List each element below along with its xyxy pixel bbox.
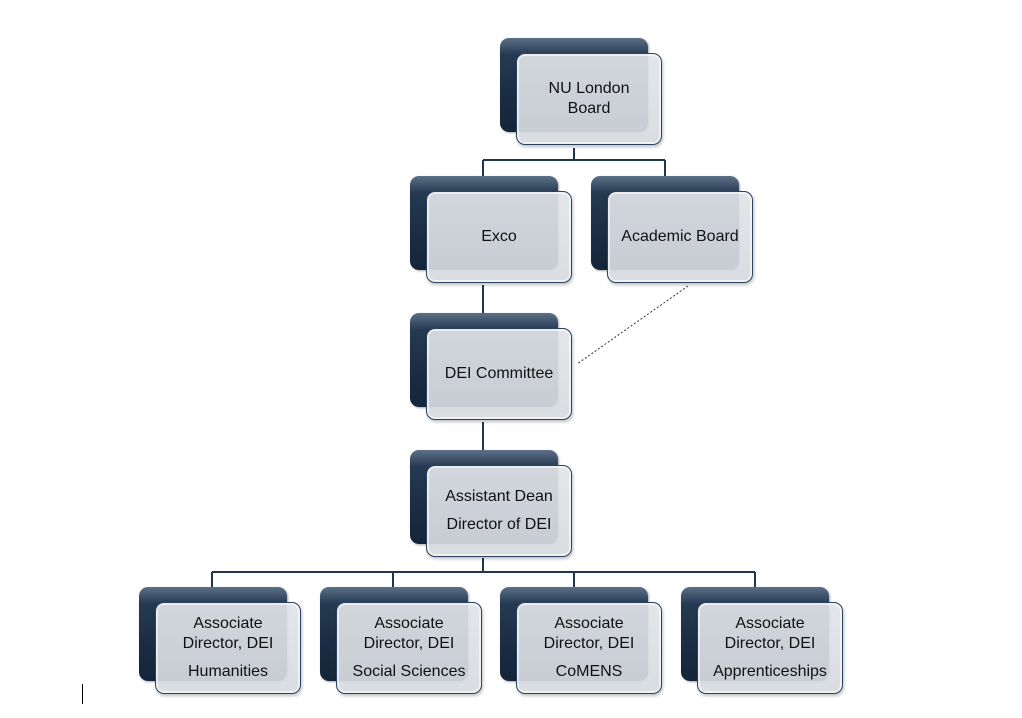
node-label-box: Academic Board <box>607 191 753 283</box>
node-text-line: Associate <box>735 615 805 632</box>
node-text-line: Associate <box>193 615 263 632</box>
assistant-dean-to-associates-connector <box>211 558 756 587</box>
node-text-line: Director, DEI <box>182 635 274 652</box>
node-text-line: Exco <box>481 228 517 245</box>
node-label-box: Assistant Dean Director of DEI <box>426 465 572 557</box>
node-label-box: DEI Committee <box>426 328 572 420</box>
node-label-box: NU London Board <box>516 53 662 145</box>
node-text-line: Associate <box>554 615 624 632</box>
node-text-line: Humanities <box>187 663 269 680</box>
node-label-box: Exco <box>426 191 572 283</box>
node-text-line: DEI Committee <box>444 365 554 382</box>
node-text-line: Director, DEI <box>543 635 635 652</box>
node-text-line: NU London <box>548 80 630 97</box>
node-text-line: Director of DEI <box>446 516 552 533</box>
node-label-box: Associate Director, DEI Social Sciences <box>336 602 482 694</box>
dotted-link-academic-board-dei-committee <box>576 285 689 365</box>
node-text-line: Academic Board <box>621 228 739 245</box>
node-label-box: Associate Director, DEI Apprenticeships <box>697 602 843 694</box>
node-text-line: Director, DEI <box>363 635 455 652</box>
text-cursor <box>82 684 83 704</box>
node-text-line: Director, DEI <box>724 635 816 652</box>
node-label-box: Associate Director, DEI Humanities <box>155 602 301 694</box>
board-to-level2-connector <box>482 148 666 176</box>
node-text-line: Associate <box>374 615 444 632</box>
node-text-line: Social Sciences <box>352 663 466 680</box>
node-text-line: Assistant Dean <box>445 488 553 505</box>
node-text-line: Apprenticeships <box>713 663 827 680</box>
node-text-line: CoMENS <box>555 663 623 680</box>
node-text-line: Board <box>567 100 611 117</box>
node-label-box: Associate Director, DEI CoMENS <box>516 602 662 694</box>
